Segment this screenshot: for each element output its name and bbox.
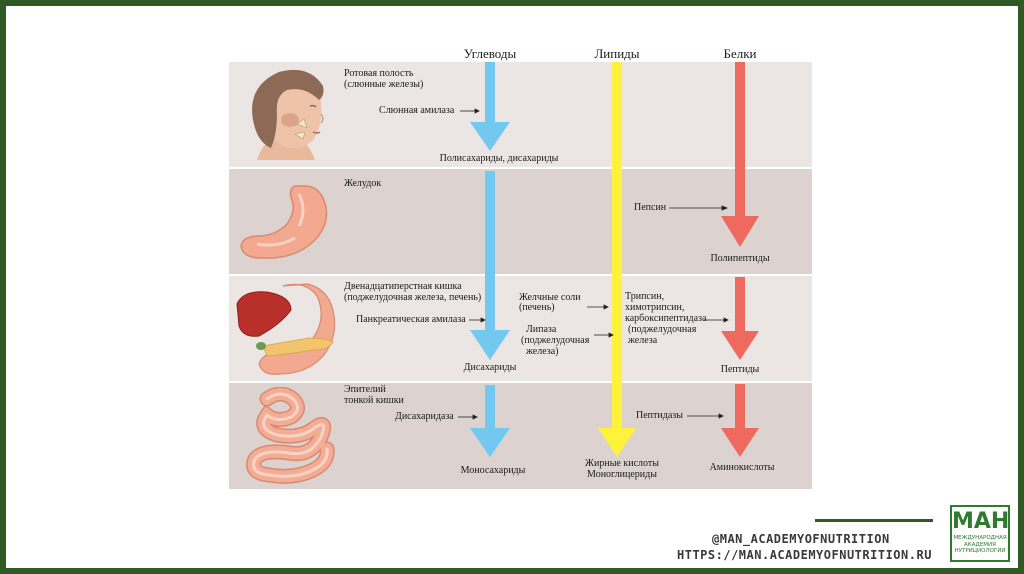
salivary-amylase-label: Слюнная амилаза — [379, 105, 455, 116]
footer-divider — [815, 519, 933, 522]
epithelium-label-line1: Эпителий — [344, 384, 386, 395]
lipase-label-line1: Липаза — [526, 324, 557, 335]
header-carbohydrates: Углеводы — [463, 46, 517, 61]
footer-handle: @MAN_ACADEMYOFNUTRITION — [712, 532, 890, 546]
carbohydrates-arrows — [470, 62, 510, 457]
duodenum-label-line2: (поджелудочная железа, печень) — [344, 292, 482, 303]
proteases-label-line1: Трипсин, — [625, 291, 665, 302]
peptides-label: Пептиды — [720, 364, 760, 375]
mouth-label-line2: (слюнные железы) — [344, 79, 424, 90]
monosaccharides-label: Моносахариды — [460, 465, 526, 476]
disaccharides-label: Дисахариды — [463, 362, 517, 373]
protein-arrow-epithelium — [721, 384, 759, 457]
proteases-label-line4: (поджелудочная — [628, 324, 697, 335]
lipid-arrow — [598, 62, 636, 457]
proteases-label-line3: карбоксипептидаза — [625, 313, 707, 324]
bile-salts-label-line2: (печень) — [519, 302, 555, 313]
amino-acids-label: Аминокислоты — [709, 462, 775, 473]
duodenum-label-line1: Двенадцатиперстная кишка — [344, 281, 462, 292]
row-divider — [229, 167, 812, 169]
lipids-arrows — [598, 62, 636, 457]
logo-line3: НУТРИЦИОЛОГИИ — [954, 548, 1006, 554]
logo-mark: МАН — [952, 509, 1010, 534]
proteases-label-line2: химотрипсин, — [625, 302, 685, 313]
stomach-label: Желудок — [344, 178, 382, 189]
enzyme-pointers — [458, 108, 729, 420]
logo-line2: АКАДЕМИЯ — [964, 541, 996, 548]
head-illustration — [252, 69, 324, 160]
peptidases-label: Пептидазы — [636, 410, 683, 421]
carb-arrow-mouth — [470, 62, 510, 151]
lipase-label-line3: железа) — [526, 346, 559, 357]
pancreatic-amylase-label: Панкреатическая амилаза — [356, 314, 466, 325]
bile-salts-label-line1: Желчные соли — [519, 292, 581, 303]
carb-arrow-epithelium — [470, 385, 510, 457]
stomach-illustration — [240, 185, 328, 259]
polysaccharides-label: Полисахариды, дисахариды — [439, 153, 559, 164]
protein-arrow-duodenum — [721, 277, 759, 360]
header-proteins: Белки — [723, 46, 757, 61]
logo-line1: МЕЖДУНАРОДНАЯ — [953, 535, 1007, 541]
disaccharidase-label: Дисахаридаза — [395, 411, 454, 422]
footer-url: HTTPS://MAN.ACADEMYOFNUTRITION.RU — [677, 548, 932, 562]
liver-pancreas-illustration — [236, 283, 336, 375]
carb-arrow-stomach-duodenum — [470, 171, 510, 360]
flow-arrows — [458, 62, 759, 457]
pepsin-label: Пепсин — [634, 202, 667, 213]
row-divider — [229, 381, 812, 383]
protein-arrow-stomach — [721, 62, 759, 247]
proteases-label-line5: железа — [628, 335, 658, 346]
fatty-acids-label: Жирные кислоты — [585, 458, 659, 469]
proteins-arrows — [721, 62, 759, 457]
row-divider — [229, 274, 812, 276]
monoglycerides-label: Моноглицериды — [587, 469, 657, 480]
row-mouth — [229, 62, 812, 168]
header-lipids: Липиды — [594, 46, 640, 61]
lipase-label-line2: (поджелудочная — [521, 335, 590, 346]
mouth-label-line1: Ротовая полость — [344, 68, 414, 79]
epithelium-label-line2: тонкой кишки — [344, 395, 404, 406]
digestion-diagram: Ротовая полость (слюнные железы) Желудок… — [229, 62, 812, 489]
polypeptides-label: Полипептиды — [710, 253, 770, 264]
academy-logo: МАН МЕЖДУНАРОДНАЯ АКАДЕМИЯ НУТРИЦИОЛОГИИ — [950, 505, 1010, 562]
small-intestine-illustration — [246, 387, 335, 484]
